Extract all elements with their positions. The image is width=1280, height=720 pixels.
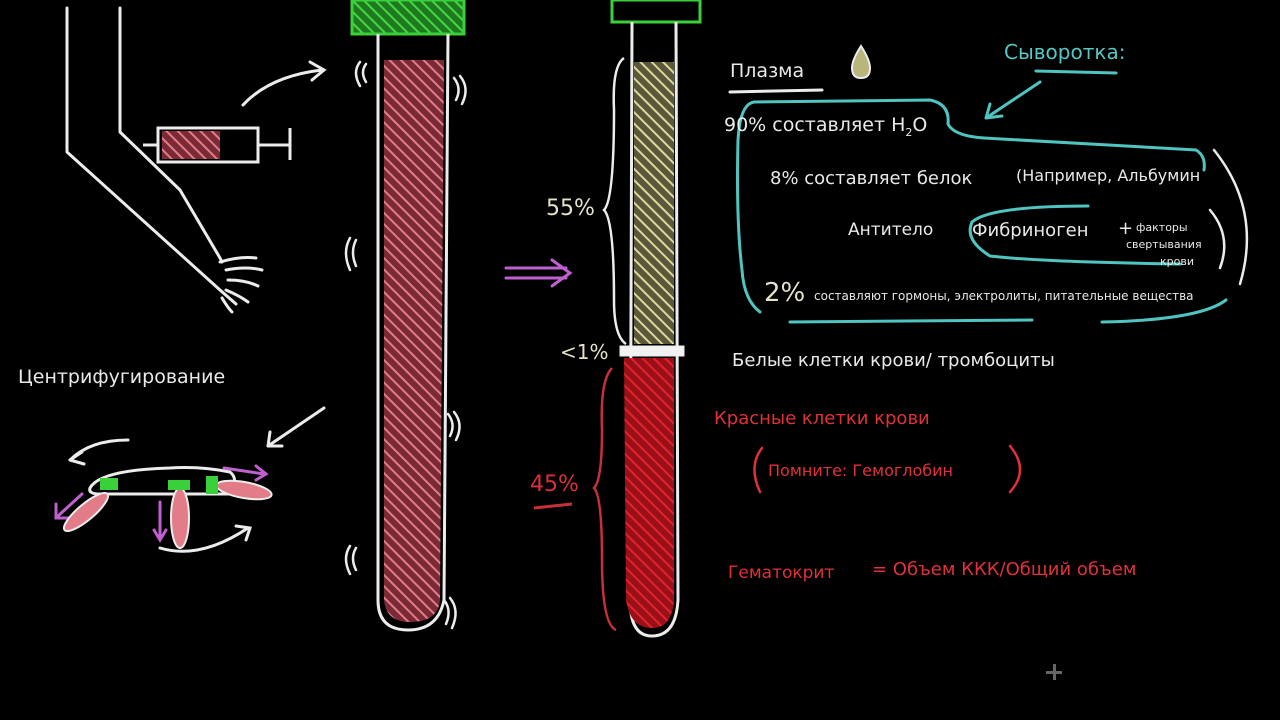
move-cursor-icon (1046, 664, 1062, 680)
other-percentage: 2% (764, 278, 806, 308)
red-brackets (753, 444, 1022, 494)
serum-label: Сыворотка: (1004, 40, 1126, 64)
other-components-line: составляют гормоны, электролиты, питател… (814, 289, 1194, 303)
clotting-plus: + (1118, 218, 1134, 239)
rbc-label: Красные клетки крови (714, 408, 930, 429)
fibrinogen-label: Фибриноген (972, 220, 1089, 241)
antibody-label: Антитело (848, 220, 934, 240)
buffy-coat-percentage: <1% (560, 340, 609, 364)
remember-hemoglobin: Помните: Гемоглобин (768, 461, 953, 480)
clotting-factors-line1: факторы (1136, 221, 1188, 234)
centrifuge-tubes (62, 476, 273, 549)
rbc-percentage: 45% (530, 472, 579, 497)
water-line-text: 90% составляет H (724, 114, 906, 136)
clotting-factors-line2: свертывания (1126, 238, 1202, 251)
hematocrit-label: Гематокрит (728, 563, 835, 583)
whole-blood-tube (344, 0, 467, 632)
serum-arrow-icon (984, 80, 1042, 120)
serum-underline (1034, 69, 1118, 75)
bracket-lines (1208, 148, 1249, 286)
wbc-platelets-label: Белые клетки крови/ тромбоциты (732, 350, 1055, 371)
water-subscript: 2 (905, 125, 913, 139)
protein-example: (Например, Альбумин (1016, 166, 1201, 185)
plasma-percentage: 55% (546, 196, 595, 221)
centrifuge-label: Центрифугирование (18, 366, 226, 388)
droplet-icon (850, 44, 872, 80)
clotting-factors-line3: крови (1160, 255, 1194, 268)
protein-line: 8% составляет белок (770, 168, 973, 189)
centrifuge-drawing (54, 406, 326, 553)
arm-drawing (65, 6, 264, 314)
syringe-icon (143, 126, 292, 164)
hematocrit-formula: = Объем ККК/Общий объем (872, 559, 1137, 580)
separated-tube (533, 0, 702, 638)
water-line: 90% составляет H2O (724, 116, 927, 138)
water-suffix: O (912, 114, 928, 136)
plasma-underline (728, 88, 824, 94)
separation-arrow-icon (504, 258, 573, 288)
plasma-title: Плазма (730, 60, 805, 82)
curved-arrow-icon (241, 60, 327, 107)
serum-outline (736, 98, 1228, 324)
